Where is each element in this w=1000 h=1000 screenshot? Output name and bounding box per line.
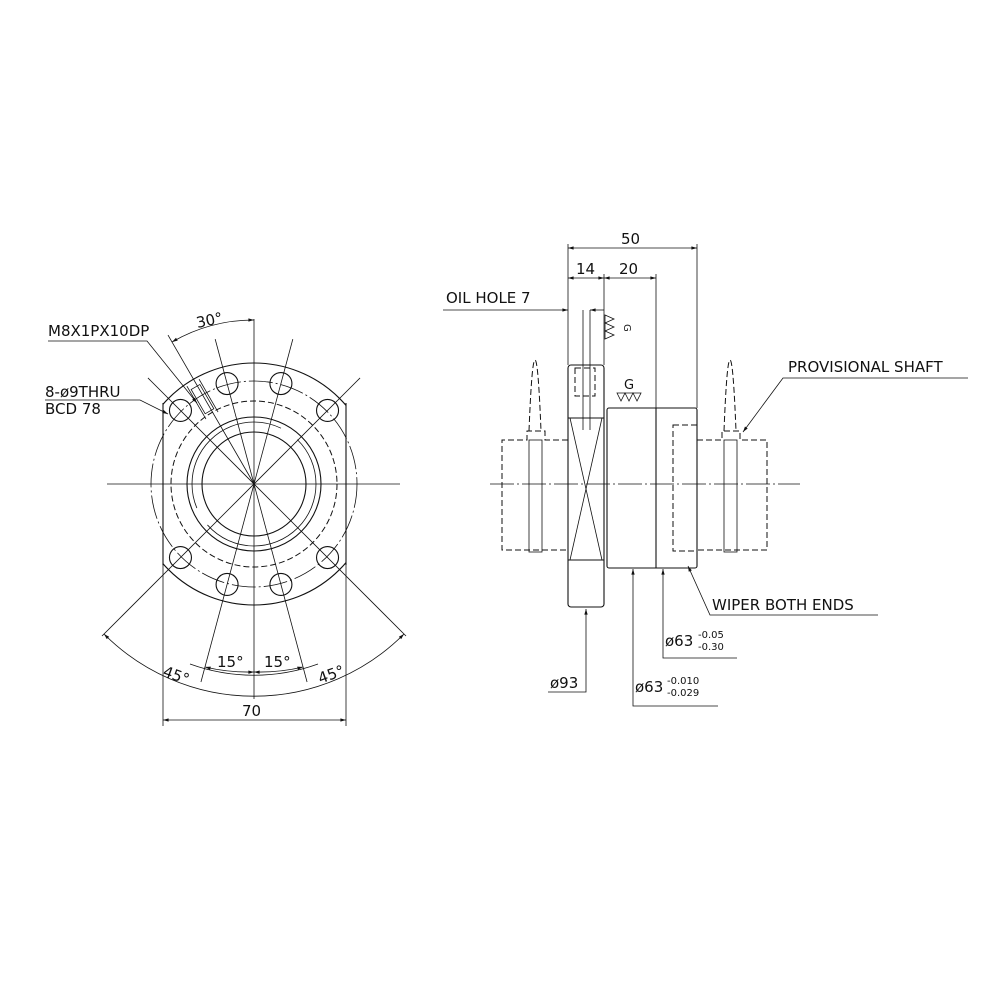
flange-section	[567, 310, 605, 608]
surface-finish-mark-1	[604, 314, 615, 340]
bolt-hole	[168, 545, 193, 570]
angle-15-left-label: 15°	[217, 653, 244, 671]
width-70-label: 70	[242, 702, 261, 720]
bolt-hole	[215, 371, 239, 396]
bolt-hole	[269, 572, 293, 597]
holes-label: 8-ø9THRU	[45, 383, 121, 401]
bcd-label: BCD 78	[45, 400, 101, 418]
provisional-shaft-label: PROVISIONAL SHAFT	[788, 358, 943, 376]
length-20-label: 20	[619, 260, 638, 278]
nut-body	[606, 407, 698, 569]
surface-g-2-label: G	[624, 378, 634, 393]
provisional-shaft-left	[501, 359, 568, 553]
bolt-hole	[315, 398, 340, 423]
radial-line	[214, 339, 308, 683]
dia-63b-lower-tolerance: -0.029	[667, 688, 699, 699]
center-radials	[101, 319, 407, 699]
dia-63b-label: ø63	[635, 678, 663, 696]
bolt-holes	[168, 371, 340, 597]
angle-30-label: 30°	[195, 309, 225, 332]
bolt-hole	[269, 371, 293, 396]
front-view: 30° M8X1PX10DP 8-ø9THRU BCD 78 45° 15° 1…	[45, 309, 407, 726]
angle-45-left-label: 45°	[161, 662, 192, 688]
wiper-label: WIPER BOTH ENDS	[712, 596, 854, 614]
provisional-shaft-right	[697, 359, 768, 553]
dia-63b-upper-tolerance: -0.010	[667, 676, 699, 687]
dia-63a-lower-tolerance: -0.30	[698, 642, 724, 653]
surface-g-1-label: G	[621, 324, 632, 332]
surface-finish-mark-2	[616, 392, 642, 402]
radial-line	[147, 377, 407, 637]
dia-93-label: ø93	[550, 674, 578, 692]
thread-label: M8X1PX10DP	[48, 322, 149, 340]
bolt-hole	[168, 398, 193, 423]
radial-line	[101, 377, 361, 637]
length-14-label: 14	[576, 260, 595, 278]
bolt-hole	[215, 572, 239, 597]
oil-hole-label: OIL HOLE 7	[446, 289, 531, 307]
radial-line	[167, 334, 255, 485]
dia-63a-label: ø63	[665, 632, 693, 650]
dia-63a-upper-tolerance: -0.05	[698, 630, 724, 641]
bolt-hole	[315, 545, 340, 570]
side-view: 50 14 20 OIL HOLE 7 G G PROVISIONAL SHAF…	[443, 230, 968, 707]
angle-45-right-label: 45°	[316, 662, 347, 688]
length-50-label: 50	[621, 230, 640, 248]
radial-line	[200, 339, 294, 683]
angle-15-right-label: 15°	[264, 653, 291, 671]
